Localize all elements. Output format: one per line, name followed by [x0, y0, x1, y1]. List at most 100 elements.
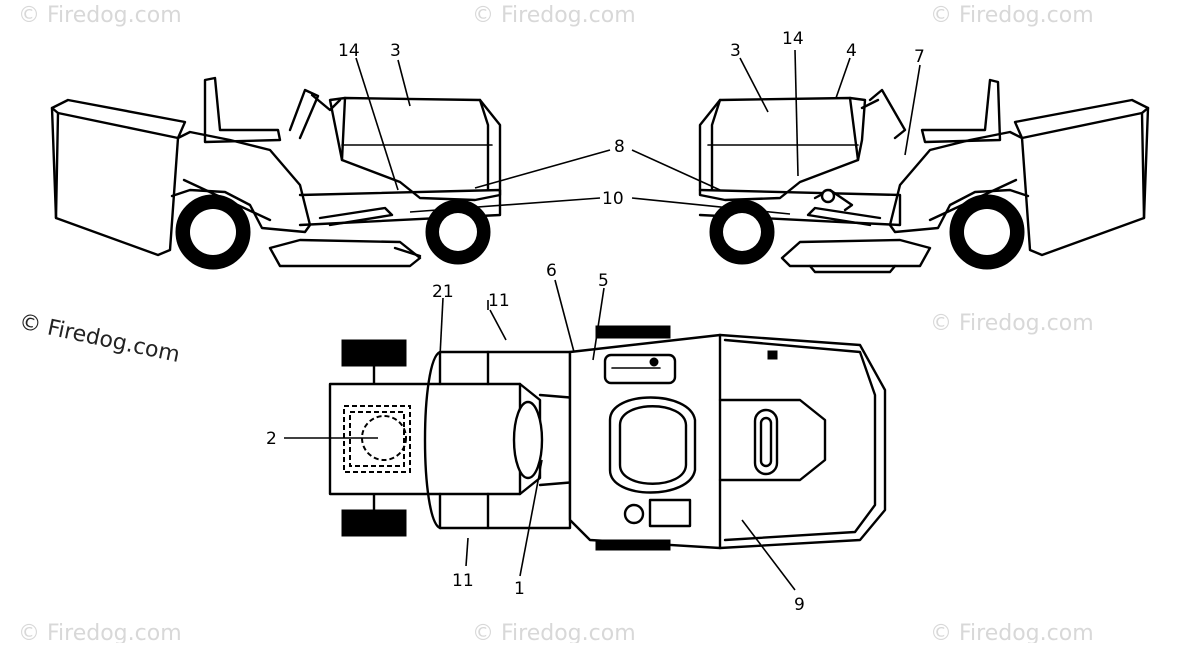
- callout-labels: 14 3 3 14 4 7 8 10 21 11 6 5 2 11 1 9: [266, 29, 925, 615]
- grass-bag-front-edge: [54, 111, 60, 220]
- rear-wheel-hub: [964, 209, 1010, 255]
- grass-bag-top-edge: [50, 106, 180, 140]
- rear-fender-curve: [423, 350, 442, 530]
- hood-front-line: [710, 98, 722, 192]
- leader-3-right: [739, 57, 769, 113]
- grass-bag-top-edge: [1020, 106, 1150, 140]
- steering-wheel: [288, 88, 320, 140]
- grass-bag: [50, 98, 187, 257]
- watermark-faint: © Firedog.com: [930, 3, 1094, 28]
- frame: [298, 188, 502, 227]
- callout-14: 14: [338, 41, 360, 61]
- seat-cushion: [512, 400, 544, 480]
- grass-bag: [1013, 98, 1150, 257]
- leader-11-top-b: [489, 309, 507, 341]
- deck-skirt: [808, 264, 897, 274]
- leader-lines: [284, 49, 921, 591]
- watermark-faint: © Firedog.com: [18, 621, 182, 643]
- callout-3: 3: [390, 41, 401, 61]
- front-left-tire: [595, 325, 671, 339]
- steering-wheel-inner: [618, 405, 688, 485]
- callout-8: 8: [614, 137, 625, 157]
- front-wheel-hub: [439, 213, 477, 251]
- leader-11-bottom: [465, 537, 469, 567]
- hood: [328, 96, 502, 202]
- callout-21: 21: [432, 282, 454, 302]
- callout-11: 11: [488, 291, 510, 311]
- rear-wheel-hub: [190, 209, 236, 255]
- leader-21: [439, 297, 444, 357]
- watermark-main: © Firedog.com: [17, 309, 182, 367]
- mower-side-view-left: [50, 76, 502, 270]
- hood-side-line: [340, 96, 347, 162]
- engine-outline: [343, 405, 411, 473]
- watermark-faint: © Firedog.com: [930, 621, 1094, 643]
- callout-5: 5: [598, 271, 609, 291]
- watermark-faint: © Firedog.com: [18, 3, 182, 28]
- leader-1: [519, 459, 543, 577]
- front-right-tire: [595, 539, 671, 551]
- frame: [698, 188, 902, 227]
- mower-deck: [780, 238, 932, 268]
- callout-7: 7: [914, 47, 925, 67]
- seat: [203, 76, 282, 144]
- callout-6: 6: [546, 261, 557, 281]
- callout-14: 14: [782, 29, 804, 49]
- callout-1: 1: [514, 579, 525, 599]
- mower-side-view-right: [698, 78, 1150, 274]
- ignition-key: [649, 357, 659, 367]
- leader-4: [835, 57, 851, 99]
- leader-14-right: [794, 49, 799, 177]
- hood-vent-inner: [759, 416, 773, 468]
- hood-side-line: [848, 96, 860, 162]
- rear-left-tire: [341, 339, 407, 367]
- engine-inner-outline: [349, 411, 405, 467]
- hood-body: [568, 333, 887, 550]
- cup-holder: [623, 503, 645, 525]
- leader-14-left: [355, 57, 399, 191]
- callout-11: 11: [452, 571, 474, 591]
- steering-wheel-top: [608, 396, 697, 494]
- hood-grille-outline: [718, 398, 827, 482]
- leader-8-left: [474, 149, 611, 189]
- mower-deck: [268, 238, 422, 268]
- decal-panel: [648, 498, 692, 528]
- leader-7: [904, 64, 921, 156]
- callout-10: 10: [602, 189, 624, 209]
- callout-4: 4: [846, 41, 857, 61]
- front-wheel-hub: [723, 213, 761, 251]
- lift-lever: [806, 206, 882, 227]
- leader-6: [554, 279, 575, 353]
- callout-3: 3: [730, 41, 741, 61]
- fuel-cap-top: [767, 350, 778, 360]
- control-panel: [603, 353, 677, 385]
- leader-5: [592, 287, 605, 361]
- steering-column: [860, 98, 880, 110]
- leader-10-right: [631, 197, 791, 215]
- hood-front-line: [478, 98, 490, 192]
- seat: [920, 78, 1002, 144]
- leader-9: [741, 519, 796, 591]
- mower-top-view: [328, 325, 887, 551]
- rear-right-tire: [341, 509, 407, 537]
- hood: [698, 96, 867, 202]
- leader-10-left: [409, 197, 601, 213]
- leader-3-left: [397, 59, 411, 107]
- callout-9: 9: [794, 595, 805, 615]
- rear-fender: [170, 130, 312, 234]
- grass-bag-front-edge: [1140, 111, 1146, 220]
- fuel-cap-knob: [820, 188, 836, 204]
- steering-wheel: [868, 88, 907, 140]
- watermark-faint: © Firedog.com: [472, 3, 636, 28]
- leader-8-right: [631, 149, 721, 191]
- lift-lever: [318, 206, 394, 227]
- background-watermarks: © Firedog.com © Firedog.com © Firedog.co…: [18, 3, 1094, 646]
- watermark-faint: © Firedog.com: [930, 311, 1094, 336]
- hood-inner-line: [723, 338, 877, 542]
- watermark-faint: © Firedog.com: [472, 621, 636, 643]
- steering-column: [310, 93, 342, 112]
- callout-2: 2: [266, 429, 277, 449]
- rear-fender: [888, 130, 1030, 234]
